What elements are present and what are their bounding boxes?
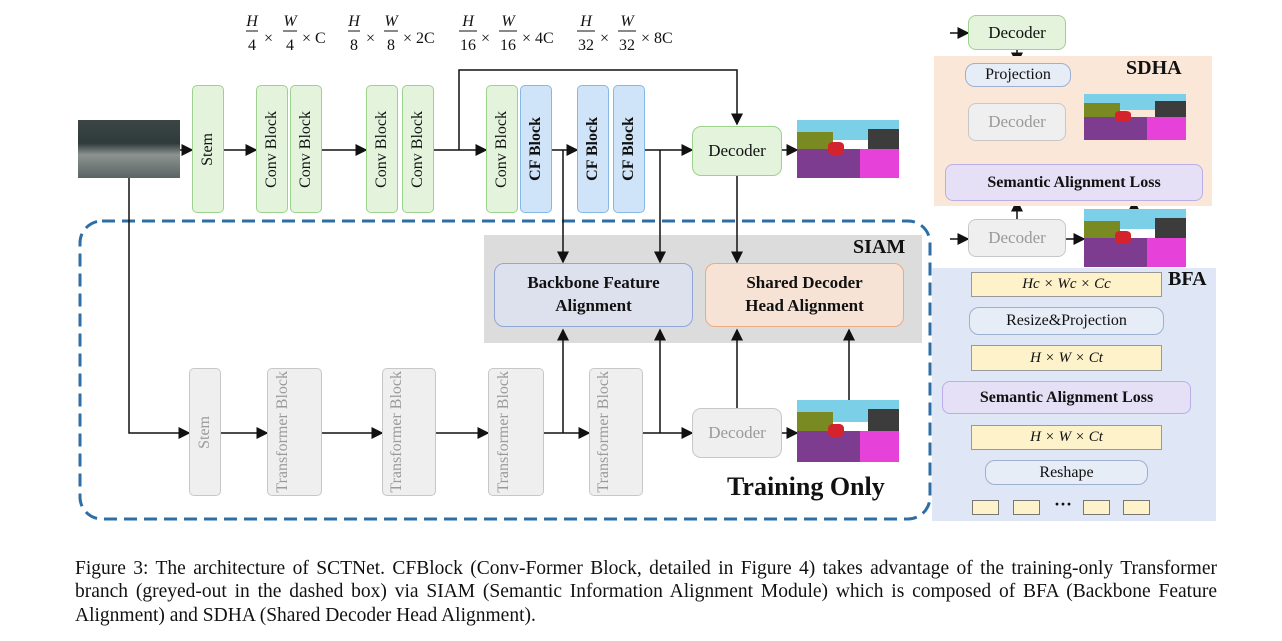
top-segmentation-output [797, 120, 899, 178]
bfa-title: BFA [1168, 268, 1207, 290]
svg-text:4: 4 [286, 37, 294, 54]
svg-text:W: W [384, 13, 399, 30]
svg-text:H: H [461, 13, 475, 30]
sdha-decoder-grey: Decoder [968, 103, 1066, 141]
siam-title: SIAM [853, 236, 906, 258]
bottom-segmentation-output [797, 400, 899, 462]
svg-text:W: W [620, 13, 635, 30]
bfa-semantic-alignment-loss: Semantic Alignment Loss [942, 381, 1191, 414]
bottom-transformer-block-4: Transformer Block [589, 368, 643, 496]
dim-label-3: H 16 × W 16 × 4C [459, 13, 554, 54]
bottom-decoder: Decoder [692, 408, 782, 458]
svg-text:H: H [579, 13, 593, 30]
bfa-token-4 [1123, 500, 1150, 515]
top-conv-block-1a: Conv Block [256, 85, 288, 213]
bfa-token-3 [1083, 500, 1110, 515]
svg-text:8: 8 [350, 37, 358, 54]
bfa-token-dots: ··· [1054, 494, 1073, 514]
svg-text:4: 4 [248, 37, 256, 54]
svg-text:16: 16 [460, 37, 476, 54]
bfa-shape-transformer: H × W × Ct [971, 425, 1162, 450]
sdha-decoder-top: Decoder [968, 15, 1066, 50]
svg-text:H: H [245, 13, 259, 30]
bfa-reshape: Reshape [985, 460, 1148, 485]
sdha-output-top [1084, 94, 1186, 140]
svg-text:W: W [283, 13, 298, 30]
bottom-transformer-block-3: Transformer Block [488, 368, 544, 496]
sdha-alignment-box: Shared Decoder Head Alignment [705, 263, 904, 327]
bfa-resize-projection: Resize&Projection [969, 307, 1164, 335]
bottom-stem-block: Stem [189, 368, 221, 496]
sdha-decoder-bottom: Decoder [968, 219, 1066, 257]
top-conv-block-3: Conv Block [486, 85, 518, 213]
training-only-label: Training Only [727, 472, 885, 501]
top-cf-block-4b: CF Block [613, 85, 645, 213]
svg-text:× 2C: × 2C [403, 30, 435, 47]
sdha-title: SDHA [1126, 57, 1182, 79]
svg-text:× C: × C [302, 30, 326, 47]
bottom-transformer-block-2: Transformer Block [382, 368, 436, 496]
dim-label-2: H 8 × W 8 × 2C [347, 13, 434, 54]
svg-text:×: × [600, 30, 609, 47]
figure-caption: Figure 3: The architecture of SCTNet. CF… [75, 558, 1217, 626]
svg-text:16: 16 [500, 37, 516, 54]
top-cf-block-3: CF Block [520, 85, 552, 213]
svg-text:×: × [264, 30, 273, 47]
dimension-labels: H 4 × W 4 × C H 8 × W 8 × 2C H 16 × W 16 [245, 13, 673, 54]
top-conv-block-2b: Conv Block [402, 85, 434, 213]
bfa-token-1 [972, 500, 999, 515]
svg-text:H: H [347, 13, 361, 30]
svg-text:8: 8 [387, 37, 395, 54]
top-conv-block-1b: Conv Block [290, 85, 322, 213]
bfa-alignment-box: Backbone Feature Alignment [494, 263, 693, 327]
sdha-semantic-alignment-loss: Semantic Alignment Loss [945, 164, 1203, 201]
top-stem-block: Stem [192, 85, 224, 213]
top-conv-block-2a: Conv Block [366, 85, 398, 213]
input-street-image [78, 120, 180, 178]
svg-text:× 8C: × 8C [641, 30, 673, 47]
dim-label-4: H 32 × W 32 × 8C [577, 13, 673, 54]
svg-text:× 4C: × 4C [522, 30, 554, 47]
top-decoder: Decoder [692, 126, 782, 176]
bfa-shape-cnn: Hc × Wc × Cc [971, 272, 1162, 297]
top-cf-block-4a: CF Block [577, 85, 609, 213]
svg-text:32: 32 [578, 37, 594, 54]
svg-text:×: × [366, 30, 375, 47]
sdha-output-bottom [1084, 209, 1186, 267]
sdha-projection: Projection [965, 63, 1071, 87]
svg-text:W: W [501, 13, 516, 30]
training-dashed-region [78, 219, 932, 521]
bfa-shape-projected: H × W × Ct [971, 345, 1162, 371]
svg-text:32: 32 [619, 37, 635, 54]
svg-text:×: × [481, 30, 490, 47]
dim-label-1: H 4 × W 4 × C [245, 13, 325, 54]
bfa-token-2 [1013, 500, 1040, 515]
bottom-transformer-block-1: Transformer Block [267, 368, 322, 496]
